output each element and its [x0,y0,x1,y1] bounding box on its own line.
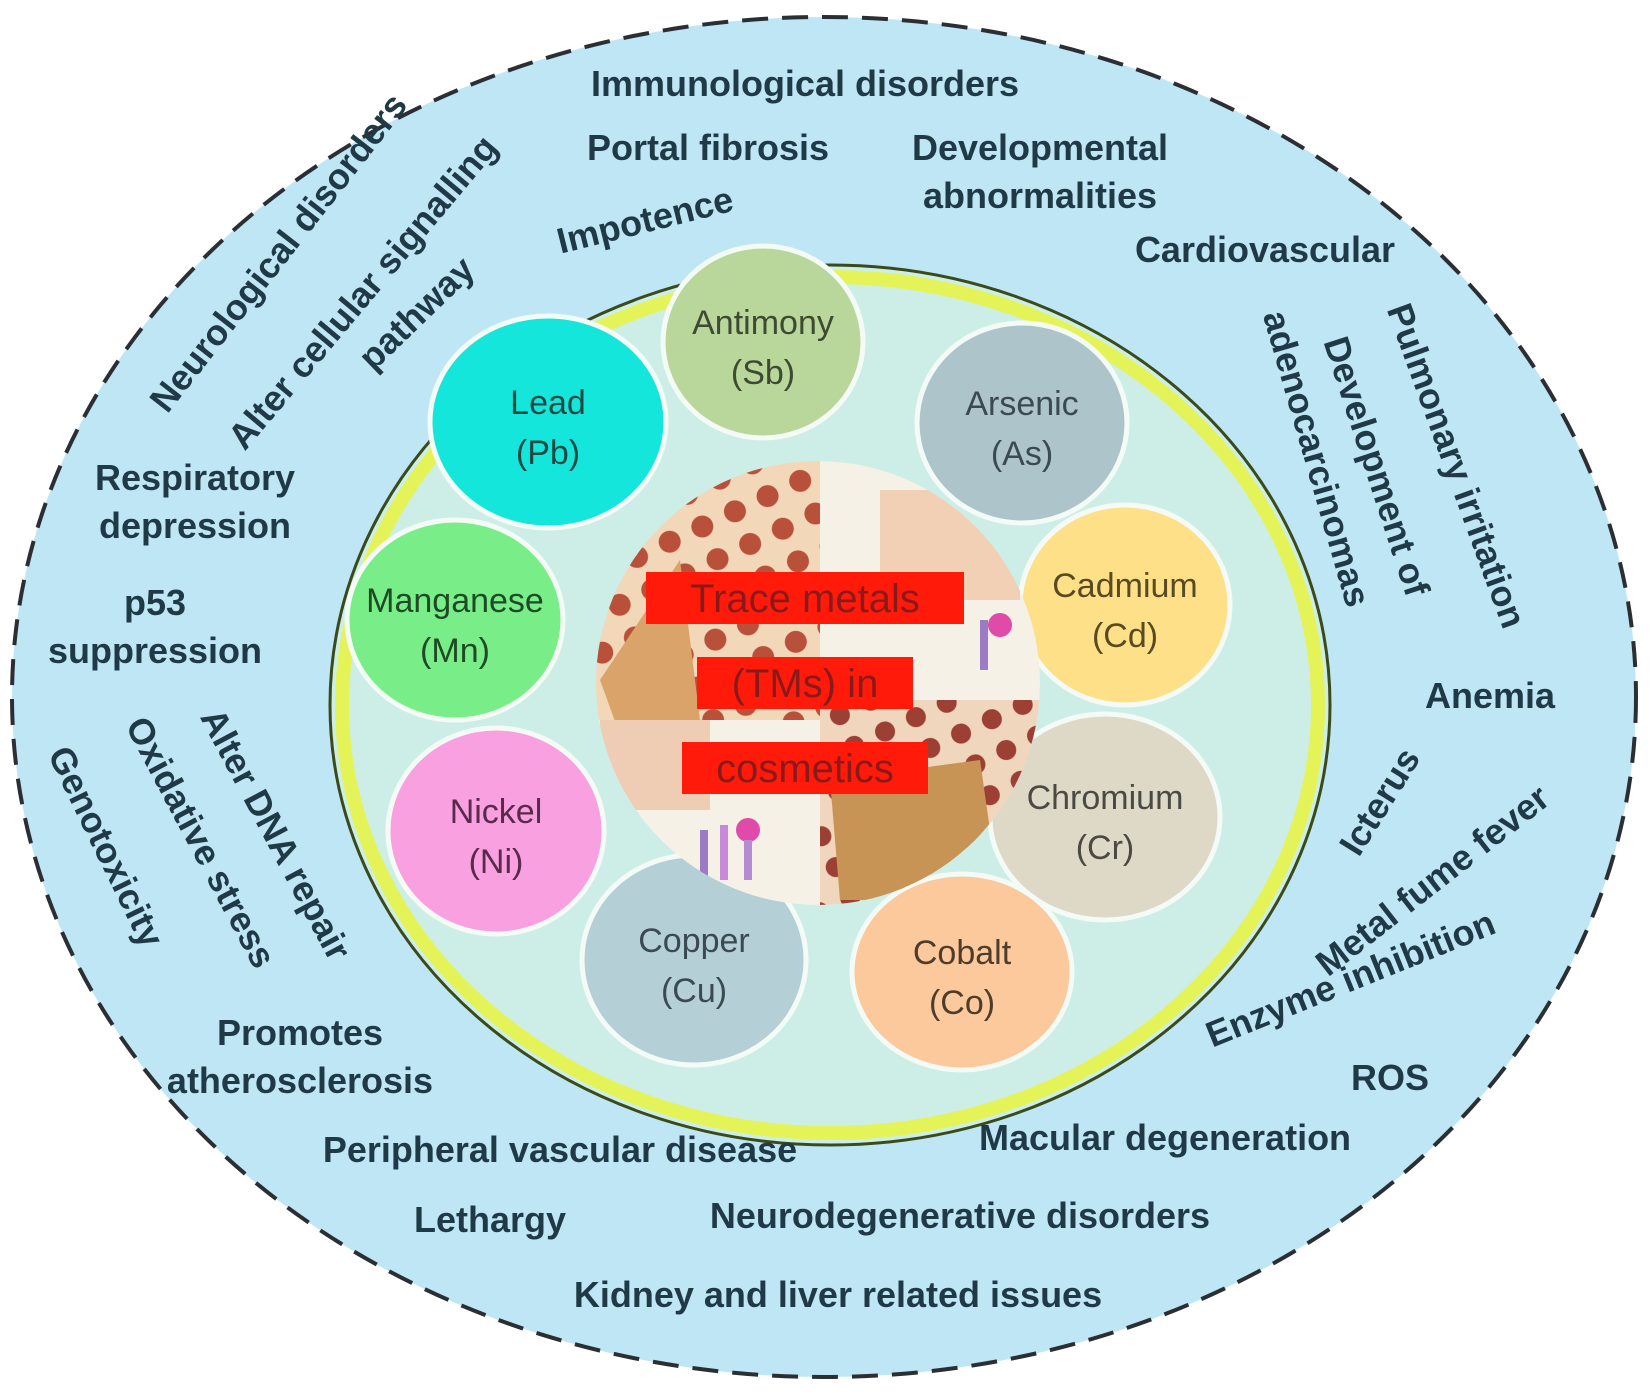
metal-arsenic: Arsenic (As) [914,320,1130,526]
center-title-line: cosmetics [716,747,894,791]
metal-name: Cobalt [913,934,1012,972]
effect-neurodegenerative-disorders: Neurodegenerative disorders [710,1195,1210,1236]
effect-peripheral-vascular-disease: Peripheral vascular disease [323,1129,797,1170]
metal-name: Chromium [1027,779,1184,817]
metal-circle [914,320,1130,526]
metal-cadmium: Cadmium (Cd) [1017,502,1233,708]
metal-circle [385,725,607,937]
effect-anemia: Anemia [1425,675,1556,716]
effect-macular-degeneration: Macular degeneration [979,1117,1351,1158]
effect-immunological-disorders: Immunological disorders [591,63,1019,104]
metal-name: Manganese [366,582,544,620]
metal-circles: Antimony (Sb) Arsenic (As) Cadmium (Cd) Chromi… [344,243,1233,1073]
effect-kidney-and-liver-related-issues: Kidney and liver related issues [574,1274,1102,1315]
metal-nickel: Nickel (Ni) [385,725,607,937]
metal-symbol: (Mn) [420,632,490,670]
metal-symbol: (As) [991,435,1053,473]
metal-antimony: Antimony (Sb) [660,243,866,441]
center-title-background [682,742,928,794]
metal-symbol: (Co) [929,984,995,1022]
metal-cobalt: Cobalt (Co) [849,871,1075,1073]
metal-name: Copper [638,922,750,960]
center-title-line: (TMs) in [732,662,879,706]
metal-symbol: (Ni) [469,843,524,881]
metal-symbol: (Cd) [1092,617,1158,655]
metal-name: Antimony [692,304,834,342]
metal-circle [849,871,1075,1073]
metal-symbol: (Sb) [731,354,795,392]
makeup-brushes-icon [700,613,1012,880]
metal-lead: Lead (Pb) [427,313,669,531]
metal-manganese: Manganese (Mn) [344,517,566,723]
effect-lethargy: Lethargy [414,1199,566,1240]
metal-name: Arsenic [965,385,1078,423]
center-title-background [697,657,913,709]
metal-symbol: (Cu) [661,972,727,1010]
metal-name: Cadmium [1052,567,1197,605]
metal-copper: Copper (Cu) [579,852,809,1068]
metal-symbol: (Pb) [516,434,580,472]
center-title-background [646,572,964,624]
metal-circle [344,517,566,723]
center-title: Trace metals (TMs) in cosmetics [646,572,964,794]
metal-name: Nickel [450,793,543,831]
metal-chromium: Chromium (Cr) [987,711,1223,923]
metal-symbol: (Cr) [1076,829,1135,867]
metal-name: Lead [510,384,586,422]
effect-portal-fibrosis: Portal fibrosis [587,127,829,168]
metal-circle [660,243,866,441]
center-title-line: Trace metals [690,577,920,621]
metal-circle [1017,502,1233,708]
effect-cardiovascular: Cardiovascular [1135,229,1395,270]
metal-circle [427,313,669,531]
effect-ros: ROS [1351,1057,1429,1098]
